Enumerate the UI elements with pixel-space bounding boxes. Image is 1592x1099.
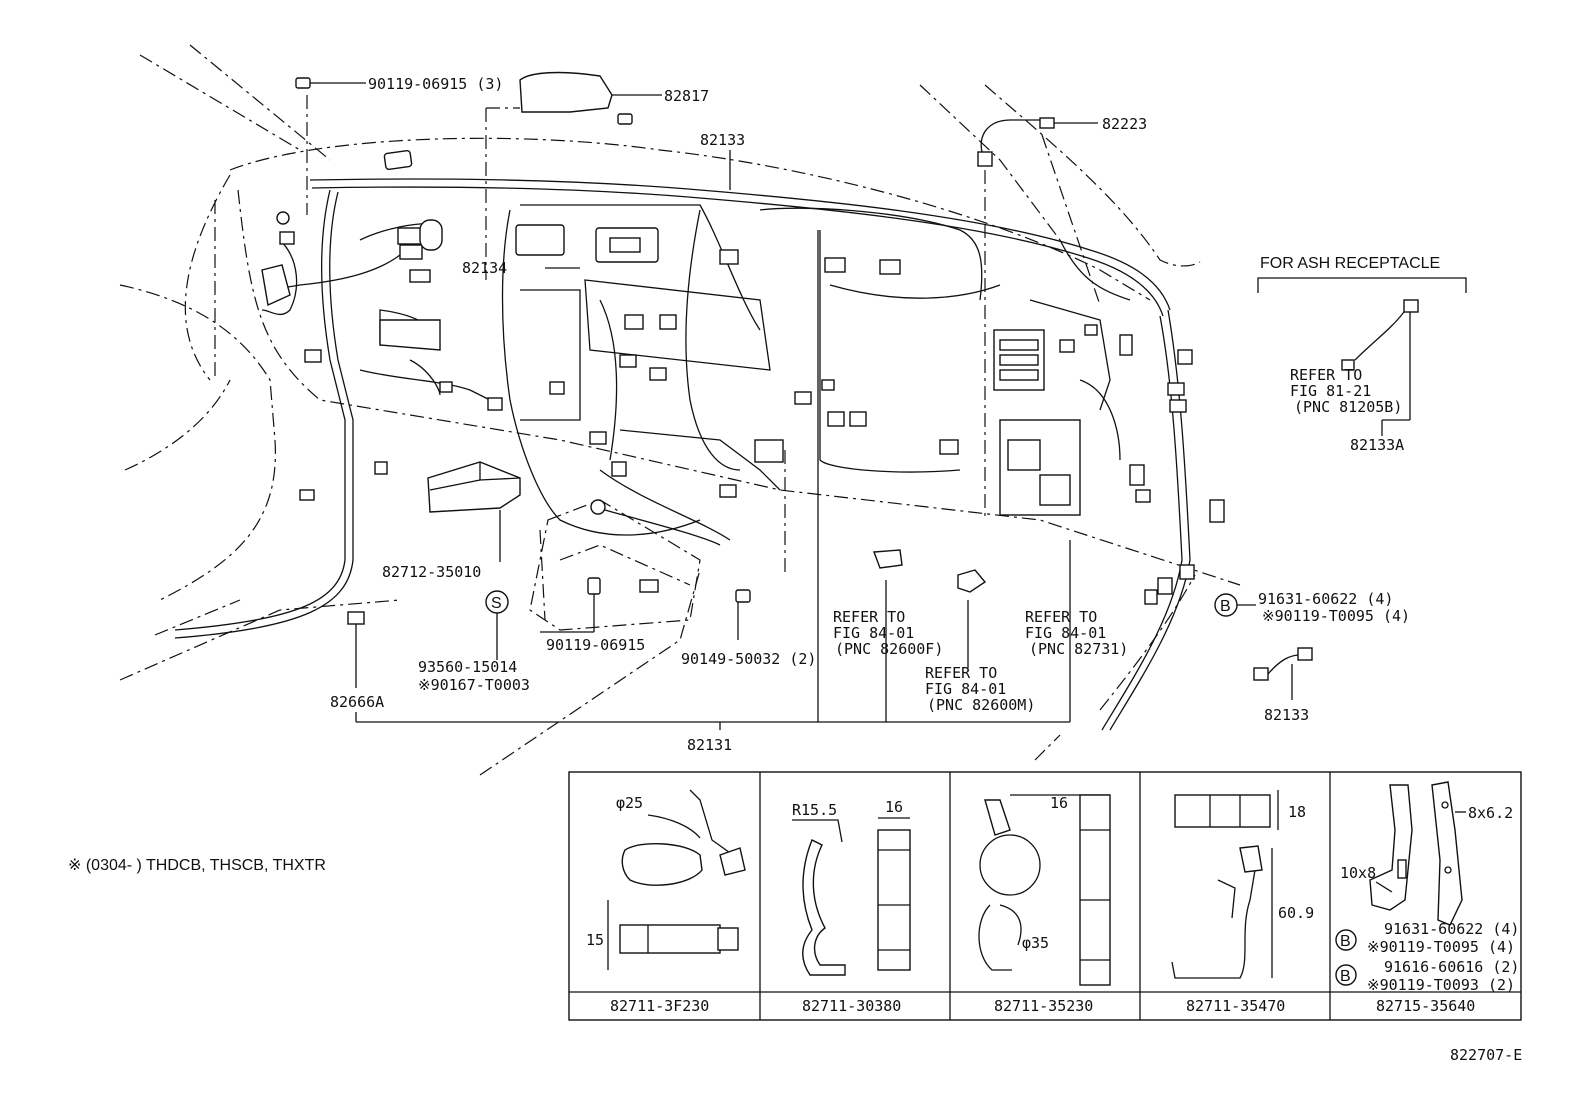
label-90119-T0095: ※90119-T0095 (4) xyxy=(1262,607,1410,625)
label-82712-35010: 82712-35010 xyxy=(382,563,481,581)
bolt-90149-50032 xyxy=(735,450,786,640)
marker-b: B xyxy=(1214,593,1256,617)
dim-18: 18 xyxy=(1288,803,1306,821)
cover-82817 xyxy=(485,71,662,280)
dim-16-col2: 16 xyxy=(885,798,903,816)
dim-15: 15 xyxy=(586,931,604,949)
part-82600M xyxy=(957,569,987,593)
note-91616-60616: 91616-60616 (2) xyxy=(1384,958,1519,976)
refer-82731-line3: (PNC 82731) xyxy=(1029,640,1128,658)
dim-8x6-2: 8x6.2 xyxy=(1468,804,1513,822)
part-82715-35640: 82715-35640 xyxy=(1376,997,1475,1015)
note-90119-T0093: ※90119-T0093 (2) xyxy=(1367,976,1515,994)
ash-title: FOR ASH RECEPTACLE xyxy=(1260,255,1440,272)
cover-82712-35010 xyxy=(427,461,521,562)
body-outline xyxy=(119,44,1241,776)
refer-82600F-line1: REFER TO xyxy=(833,608,905,626)
part-82711-3F230: 82711-3F230 xyxy=(610,997,709,1015)
label-93560-15014: 93560-15014 xyxy=(418,658,517,676)
label-82223: 82223 xyxy=(1102,115,1147,133)
bracket-82131 xyxy=(355,230,1071,730)
clip-82715-35640: 8x6.2 10x8 91631-60622 (4) ※90119-T0095 … xyxy=(1335,781,1519,1015)
label-82133-right: 82133 xyxy=(1264,706,1309,724)
dim-d25: φ25 xyxy=(616,794,643,812)
dim-d35: φ35 xyxy=(1022,934,1049,952)
label-91631-60622: 91631-60622 (4) xyxy=(1258,590,1393,608)
svg-text:B: B xyxy=(1220,598,1231,615)
refer-82600M-line3: (PNC 82600M) xyxy=(927,696,1035,714)
bolt-90119-06915-3 xyxy=(295,77,366,215)
ash-refer-line1: REFER TO xyxy=(1290,366,1362,384)
dim-10x8: 10x8 xyxy=(1340,864,1376,882)
label-82133-top: 82133 xyxy=(700,131,745,149)
console xyxy=(529,499,721,631)
part-82600F xyxy=(873,549,903,569)
note-90119-T0095: ※90119-T0095 (4) xyxy=(1367,938,1515,956)
label-82134: 82134 xyxy=(462,259,507,277)
refer-82731-line1: REFER TO xyxy=(1025,608,1097,626)
svg-text:S: S xyxy=(491,595,502,612)
refer-82600M-line1: REFER TO xyxy=(925,664,997,682)
label-90149-50032: 90149-50032 (2) xyxy=(681,650,816,668)
clip-82711-35230: 16 φ35 82711-35230 xyxy=(978,794,1111,1015)
label-90119-06915-3: 90119-06915 (3) xyxy=(368,75,503,93)
ash-refer-line2: FIG 81-21 xyxy=(1290,382,1371,400)
label-82666A: 82666A xyxy=(330,693,384,711)
clip-82711-3F230: φ25 15 82711-3F230 xyxy=(586,789,746,1015)
part-82711-35230: 82711-35230 xyxy=(994,997,1093,1015)
svg-text:B: B xyxy=(1340,968,1351,985)
clip-detail-table: φ25 15 82711-3F230 R15.5 16 82711-30380 xyxy=(568,771,1522,1021)
part-82711-30380: 82711-30380 xyxy=(802,997,901,1015)
dim-16-col3: 16 xyxy=(1050,794,1068,812)
wire-82133-right xyxy=(1253,647,1313,700)
main-harness xyxy=(174,178,1191,731)
dim-r15-5: R15.5 xyxy=(792,801,837,819)
bolt-90119-06915 xyxy=(540,577,601,633)
label-90167-T0003: ※90167-T0003 xyxy=(418,676,530,694)
refer-82600F-line3: (PNC 82600F) xyxy=(835,640,943,658)
dim-60-9: 60.9 xyxy=(1278,904,1314,922)
connectors xyxy=(261,149,1225,605)
ash-receptacle-group: FOR ASH RECEPTACLE REFER TO FIG 81-21 (P… xyxy=(1257,255,1467,454)
refer-82600F-line2: FIG 84-01 xyxy=(833,624,914,642)
svg-text:B: B xyxy=(1340,933,1351,950)
footnote: ※ (0304- ) THDCB, THSCB, THXTR xyxy=(68,857,326,874)
label-90119-06915: 90119-06915 xyxy=(546,636,645,654)
refer-82731-line2: FIG 84-01 xyxy=(1025,624,1106,642)
clip-82711-30380: R15.5 16 82711-30380 xyxy=(792,798,911,1015)
refer-82600M-line2: FIG 84-01 xyxy=(925,680,1006,698)
ash-refer-line3: (PNC 81205B) xyxy=(1294,398,1402,416)
label-82133A: 82133A xyxy=(1350,436,1404,454)
part-82711-35470: 82711-35470 xyxy=(1186,997,1285,1015)
diagram-code: 822707-E xyxy=(1450,1046,1522,1064)
note-91631-60622: 91631-60622 (4) xyxy=(1384,920,1519,938)
label-82817: 82817 xyxy=(664,87,709,105)
clip-82666A xyxy=(347,611,365,688)
clip-82711-35470: 18 60.9 82711-35470 xyxy=(1171,790,1314,1015)
marker-s: S xyxy=(485,590,509,660)
wire-82223 xyxy=(977,117,1101,520)
label-82131: 82131 xyxy=(687,736,732,754)
